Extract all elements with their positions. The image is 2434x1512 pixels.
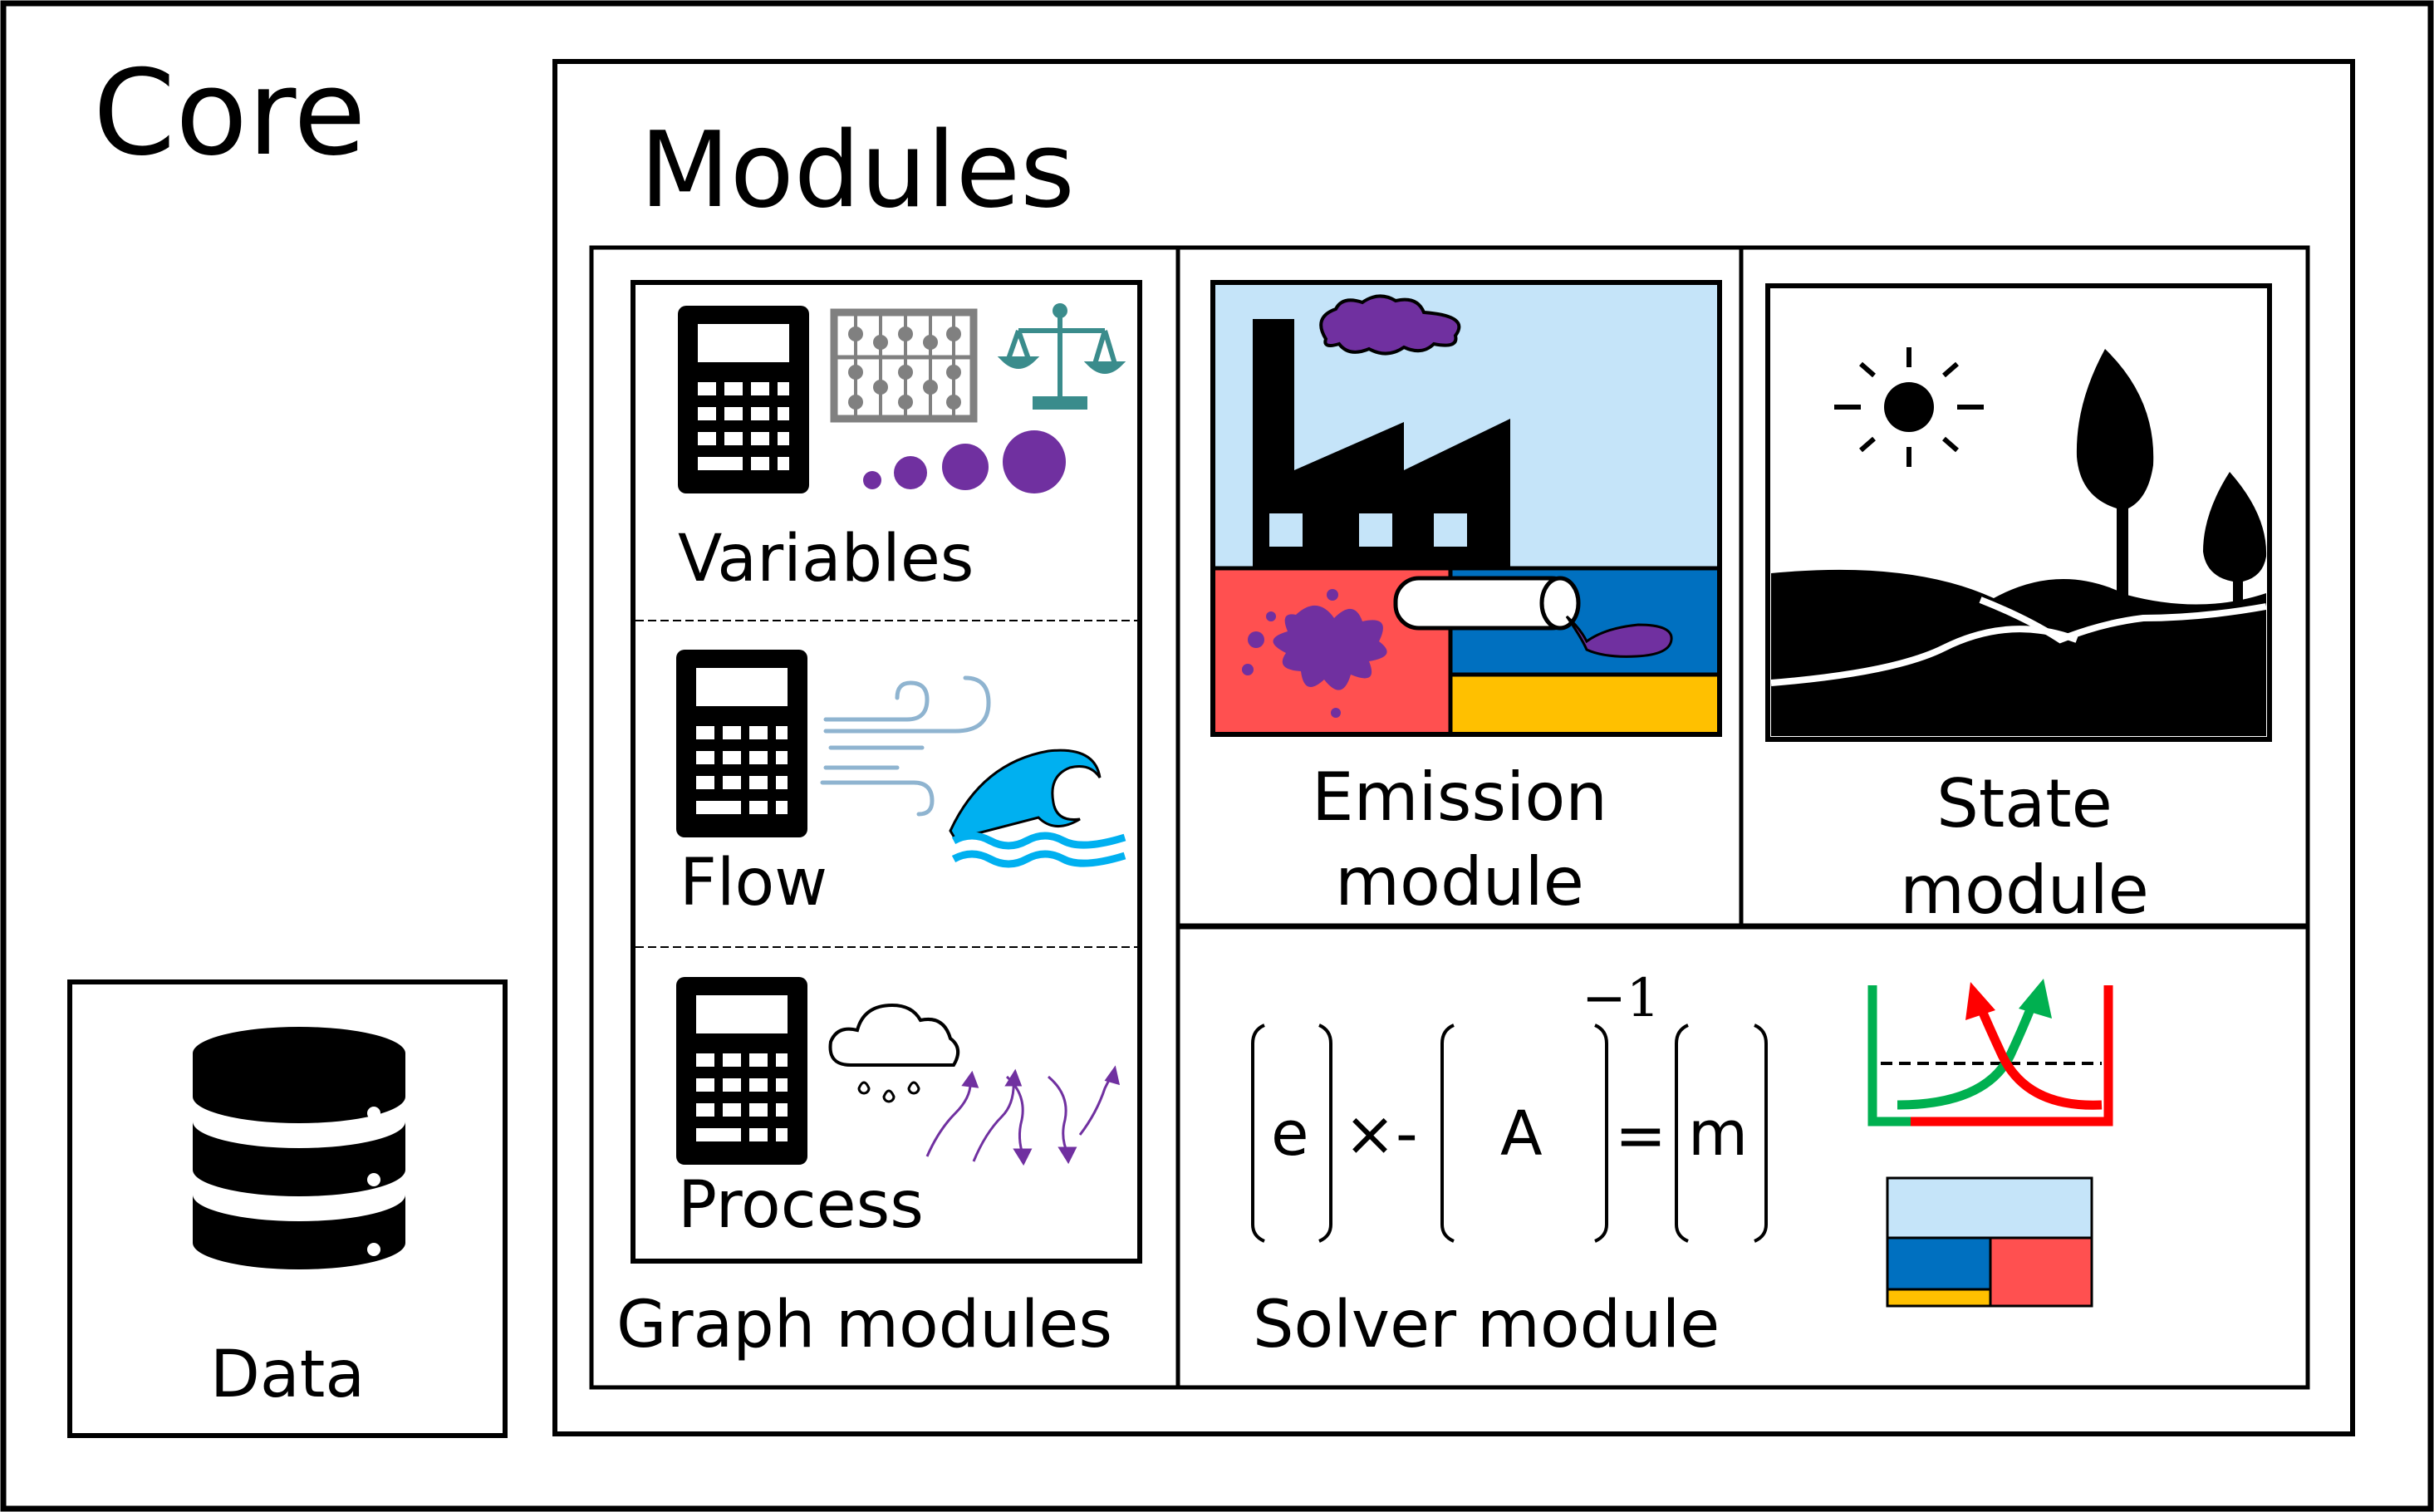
wave-icon [949, 749, 1126, 868]
modules-title: Modules [640, 109, 1075, 231]
data-label: Data [209, 1338, 366, 1412]
state-label-line1: State [1936, 765, 2113, 842]
database-icon [193, 1027, 405, 1269]
state-label-line2: module [1900, 852, 2149, 929]
calculator-icon [676, 977, 807, 1165]
arrows-icon [925, 1065, 1121, 1166]
rain-cloud-icon [828, 1003, 960, 1103]
graph-modules-inner [631, 280, 1142, 1264]
flow-label: Flow [680, 846, 828, 920]
equation-brackets [1251, 1024, 1768, 1243]
emission-label-line1: Emission [1312, 758, 1607, 836]
factory-pollution-icon [1210, 280, 1722, 737]
equation-m: m [1688, 1098, 1749, 1170]
solver-panel [1175, 925, 2310, 1390]
data-box [67, 979, 508, 1438]
solver-module-label: Solver module [1253, 1288, 1720, 1362]
calculator-icon [676, 650, 807, 837]
landscape-icon [1765, 283, 2272, 742]
dots-icon [863, 430, 1066, 493]
emission-label-line2: module [1335, 843, 1584, 920]
abacus-icon [830, 308, 978, 423]
scales-icon [997, 303, 1126, 410]
optimization-chart-icon [1867, 979, 2113, 1127]
equation-equals: = [1615, 1100, 1667, 1171]
process-label: Process [678, 1168, 924, 1243]
equation-A: A [1500, 1098, 1543, 1170]
core-title: Core [93, 45, 366, 182]
calculator-icon [678, 306, 809, 493]
graph-modules-label: Graph modules [616, 1288, 1112, 1362]
variables-label: Variables [678, 522, 974, 596]
equation-exponent: −1 [1582, 968, 1661, 1029]
compartment-grid-icon [1886, 1176, 2093, 1308]
equation-e: e [1271, 1098, 1309, 1170]
wind-icon [820, 675, 991, 817]
equation-times: ×- [1344, 1098, 1418, 1170]
modules-frame [552, 59, 2355, 1436]
